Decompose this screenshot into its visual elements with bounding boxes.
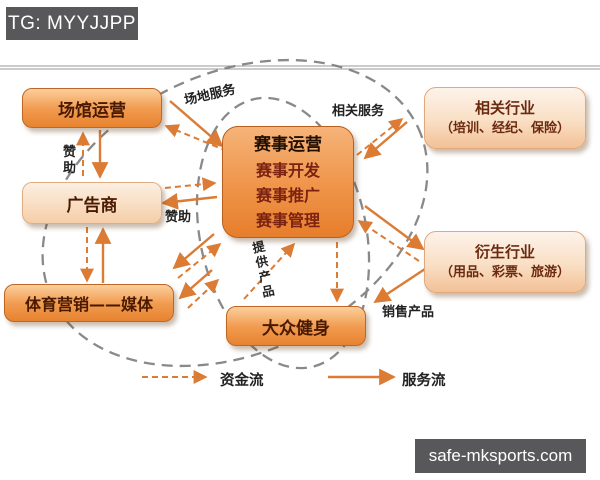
event-operations-title: 赛事运营 <box>254 135 322 155</box>
node-public-fitness: 大众健身 <box>226 306 366 346</box>
event-development-label: 赛事开发 <box>255 161 320 180</box>
node-venue-operations: 场馆运营 <box>22 88 162 128</box>
node-related-industries: 相关行业 （培训、经纪、保险） <box>424 87 586 149</box>
label-sponsor-left: 赞助 <box>63 145 77 176</box>
watermark-top-badge: TG: MYYJJPP <box>6 7 138 40</box>
node-fitness-label: 大众健身 <box>262 318 330 339</box>
related-industries-sub: （培训、经纪、保险） <box>439 121 570 136</box>
watermark-bottom-badge: safe-mksports.com <box>415 439 586 473</box>
event-promotion-label: 赛事推广 <box>255 186 320 205</box>
derivative-industries-sub: （用品、彩票、旅游） <box>439 265 570 280</box>
node-marketing-label: 体育营销——媒体 <box>24 295 153 314</box>
node-sports-marketing-media: 体育营销——媒体 <box>4 284 174 322</box>
top-divider-line <box>0 65 600 70</box>
legend-capital-flow: 资金流 <box>220 373 264 389</box>
node-advertiser-label: 广告商 <box>66 195 118 216</box>
label-sponsor-mid: 赞助 <box>165 210 192 225</box>
watermark-top-text: TG: MYYJJPP <box>8 12 136 34</box>
derivative-industries-title: 衍生行业 <box>474 243 535 261</box>
node-advertiser: 广告商 <box>22 182 162 224</box>
legend-service-flow: 服务流 <box>402 373 446 389</box>
ellipse-small <box>195 96 371 370</box>
solid-service-arrows <box>91 100 429 386</box>
node-derivative-industries: 衍生行业 （用品、彩票、旅游） <box>424 231 586 293</box>
node-venue-label: 场馆运营 <box>58 100 126 121</box>
related-industries-title: 相关行业 <box>474 99 535 117</box>
node-event-operations: 赛事运营 赛事开发 赛事推广 赛事管理 <box>222 126 354 238</box>
dashed-capital-arrows <box>76 118 420 384</box>
event-management-label: 赛事管理 <box>255 211 320 230</box>
label-sell-products: 销售产品 <box>382 305 435 320</box>
watermark-bottom-text: safe-mksports.com <box>428 446 573 465</box>
label-related-service: 相关服务 <box>332 104 385 119</box>
